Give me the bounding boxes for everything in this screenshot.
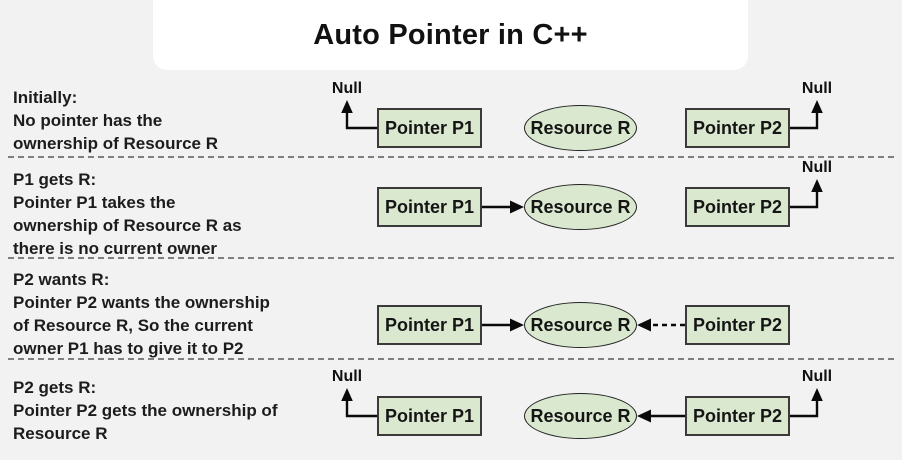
row-separator (8, 358, 894, 360)
resource-r-label: Resource R (530, 314, 631, 335)
p1-to-null-elbow (345, 398, 377, 418)
stage-row-initially: Initially: No pointer has the ownership … (0, 80, 902, 158)
resource-r-label: Resource R (530, 196, 631, 217)
p2-to-null-elbow (790, 110, 819, 130)
pointer-p1-label: Pointer P1 (384, 117, 475, 138)
p2-null-arrowhead-icon (811, 388, 823, 401)
pointer-p2-label: Pointer P2 (692, 117, 783, 138)
pointer-p1-label: Pointer P1 (384, 196, 475, 217)
p1-null-arrowhead-icon (341, 100, 353, 113)
pointer-p2-label: Pointer P2 (692, 314, 783, 335)
stage-row-p2-wants-r: P2 wants R: Pointer P2 wants the ownersh… (0, 259, 902, 360)
pointer-p1-node: Pointer P1 (377, 108, 482, 148)
resource-r-node: Resource R (524, 105, 637, 151)
null-label-right: Null (801, 368, 833, 385)
page-title: Auto Pointer in C++ (313, 18, 588, 51)
resource-r-label: Resource R (530, 117, 631, 138)
arrows-layer (482, 318, 685, 332)
resource-r-node: Resource R (524, 302, 637, 348)
pointer-p2-node: Pointer P2 (685, 108, 790, 148)
p1-to-null-elbow (345, 110, 377, 130)
p2-null-arrowhead-icon (811, 179, 823, 192)
pointer-p2-label: Pointer P2 (692, 196, 783, 217)
p1-resource-arrowhead-icon (510, 318, 524, 332)
stage-description: P2 wants R: Pointer P2 wants the ownersh… (13, 270, 270, 358)
arrows-layer (482, 179, 823, 214)
resource-r-label: Resource R (530, 405, 631, 426)
null-label-left: Null (331, 80, 363, 97)
stage-description: P2 gets R: Pointer P2 gets the ownership… (13, 378, 278, 443)
pointer-p1-label: Pointer P1 (384, 314, 475, 335)
pointer-p2-node: Pointer P2 (685, 305, 790, 345)
stage-row-p2-gets-r: P2 gets R: Pointer P2 gets the ownership… (0, 360, 902, 460)
pointer-p2-node: Pointer P2 (685, 187, 790, 227)
pointer-p1-node: Pointer P1 (377, 187, 482, 227)
row-separator (8, 156, 894, 158)
p2-null-arrowhead-icon (811, 100, 823, 113)
null-label-left: Null (331, 368, 363, 385)
p2-to-null-elbow (790, 398, 819, 418)
pointer-p2-node: Pointer P2 (685, 396, 790, 436)
p1-null-arrowhead-icon (341, 388, 353, 401)
stage-description: P1 gets R: Pointer P1 takes the ownershi… (13, 170, 242, 258)
p2-resource-arrowhead-icon (637, 318, 651, 332)
pointer-p2-label: Pointer P2 (692, 405, 783, 426)
title-card: Auto Pointer in C++ (153, 0, 748, 70)
p2-to-null-elbow (790, 189, 819, 209)
resource-r-node: Resource R (524, 184, 637, 230)
null-label-right: Null (801, 80, 833, 97)
arrows-layer (341, 100, 823, 130)
pointer-p1-label: Pointer P1 (384, 405, 475, 426)
row-separator (8, 257, 894, 259)
stage-description: Initially: No pointer has the ownership … (13, 88, 218, 153)
resource-r-node: Resource R (524, 393, 637, 439)
stage-row-p1-gets-r: P1 gets R: Pointer P1 takes the ownershi… (0, 158, 902, 259)
arrows-layer (341, 388, 823, 423)
null-label-right: Null (801, 159, 833, 176)
pointer-p1-node: Pointer P1 (377, 305, 482, 345)
pointer-p1-node: Pointer P1 (377, 396, 482, 436)
p1-resource-arrowhead-icon (510, 200, 524, 214)
p2-resource-arrowhead-icon (637, 409, 651, 423)
